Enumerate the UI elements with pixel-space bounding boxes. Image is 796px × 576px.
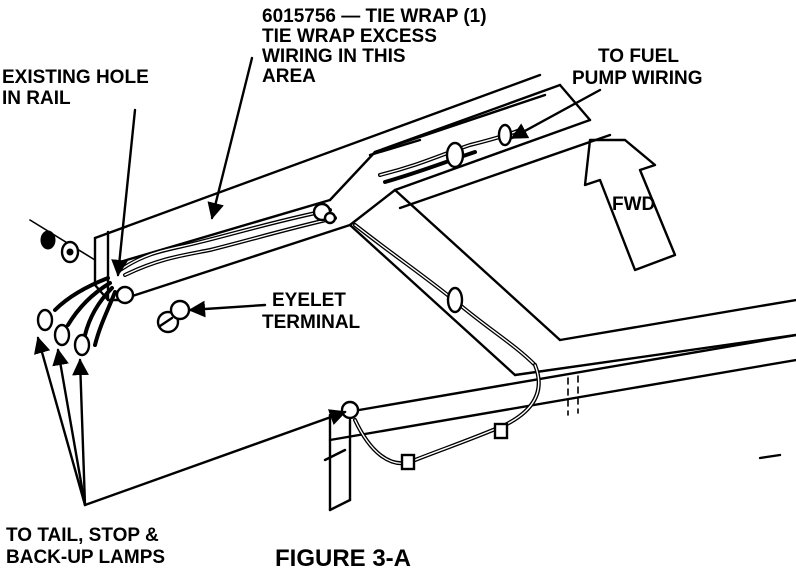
fuel-label-line1: TO FUEL (598, 46, 679, 67)
wiring-harness-left (118, 202, 337, 277)
lamps-label-line1: TO TAIL, STOP & (6, 525, 159, 546)
callout-part-number: 6015756 — TIE WRAP (1) TIE WRAP EXCESS W… (262, 6, 487, 87)
hole-label-line2: IN RAIL (2, 88, 71, 109)
callout-eyelet-terminal: EYELET TERMINAL (262, 290, 361, 333)
right-frame-rail (328, 188, 796, 512)
callout-existing-hole: EXISTING HOLE IN RAIL (2, 67, 149, 109)
leader-lines (34, 56, 602, 507)
part-label-line4: AREA (262, 66, 316, 87)
hole-label-line1: EXISTING HOLE (2, 67, 149, 88)
fwd-label: FWD (612, 194, 655, 215)
lamps-label-line2: BACK-UP LAMPS (6, 547, 165, 568)
washer-nut (29, 219, 96, 264)
fuel-label-line2: PUMP WIRING (572, 68, 703, 89)
rail-connector (36, 276, 135, 357)
callout-fuel-pump: TO FUEL PUMP WIRING (572, 46, 703, 89)
fwd-arrow-icon: FWD (583, 138, 677, 272)
eyelet-bolt (156, 299, 191, 334)
part-label-line2: TIE WRAP EXCESS (262, 26, 437, 47)
part-label-line1: 6015756 — TIE WRAP (1) (262, 6, 487, 27)
figure-title: FIGURE 3-A (275, 545, 411, 572)
part-label-line3: WIRING IN THIS (262, 46, 406, 67)
eyelet-label-line2: TERMINAL (262, 312, 361, 333)
left-frame-rail (93, 73, 562, 302)
wiring-harness-cross (378, 123, 522, 184)
eyelet-label-line1: EYELET (272, 290, 346, 311)
wiring-harness-right (323, 223, 541, 471)
callout-lamps: TO TAIL, STOP & BACK-UP LAMPS (6, 525, 165, 568)
